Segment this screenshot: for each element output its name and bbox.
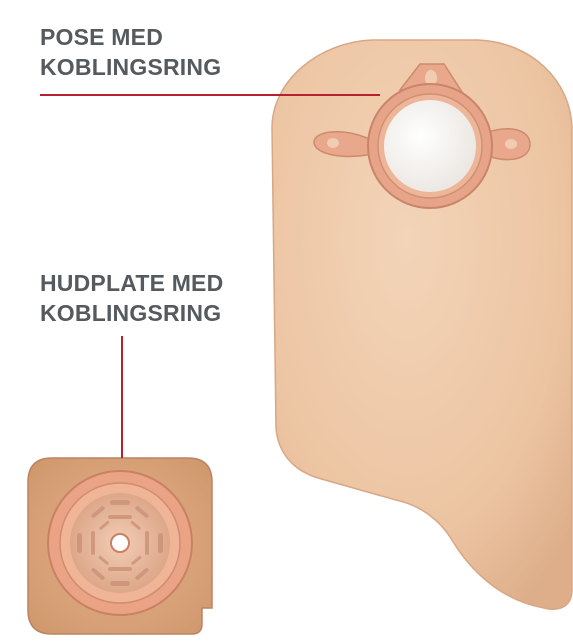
pouch-label: POSE MED KOBLINGSRING bbox=[40, 22, 221, 82]
ostomy-pouch bbox=[272, 40, 572, 609]
pouch-filter bbox=[384, 100, 476, 192]
pouch-label-line2: KOBLINGSRING bbox=[40, 52, 221, 82]
skin-barrier-leader-line bbox=[121, 336, 123, 458]
skin-barrier-label: HUDPLATE MED KOBLINGSRING bbox=[40, 268, 223, 328]
coupling-ring-left-hole bbox=[327, 138, 339, 148]
skin-barrier-label-line1: HUDPLATE MED bbox=[40, 268, 223, 298]
skin-barrier-label-line2: KOBLINGSRING bbox=[40, 298, 223, 328]
skin-barrier bbox=[28, 458, 212, 634]
coupling-ring-right-hole bbox=[505, 139, 517, 149]
pouch-label-line1: POSE MED bbox=[40, 22, 221, 52]
stoma-opening bbox=[111, 534, 129, 552]
pouch-leader-line bbox=[40, 94, 380, 96]
